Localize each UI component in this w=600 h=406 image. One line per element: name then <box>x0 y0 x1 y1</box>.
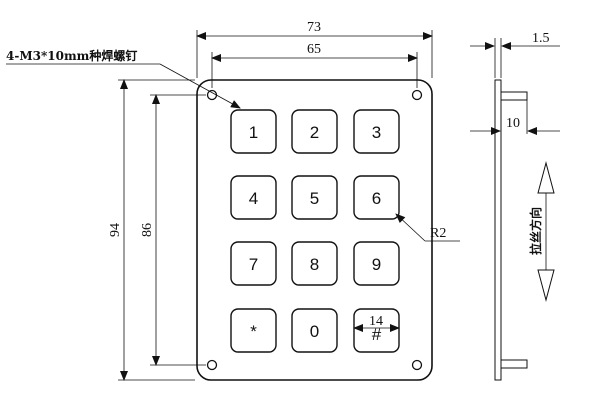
key-8[interactable]: 8 <box>291 241 338 286</box>
key-label: # <box>372 325 382 344</box>
svg-text:R2: R2 <box>430 226 446 241</box>
key-label: 5 <box>310 189 319 208</box>
brushing-direction-indicator: 拉丝方向 <box>528 161 555 302</box>
key-0[interactable]: 0 <box>291 308 338 353</box>
arrow-down-icon <box>537 269 555 302</box>
dimension-hole-spacing-height: 86 <box>140 94 206 366</box>
keypad-plate <box>196 79 433 381</box>
mounting-hole-bottom-left <box>206 359 218 371</box>
svg-text:73: 73 <box>307 20 321 35</box>
arrow-up-icon <box>537 161 555 194</box>
key-label: 0 <box>310 322 319 341</box>
svg-text:65: 65 <box>307 42 321 57</box>
key-7[interactable]: 7 <box>230 241 277 286</box>
key-star[interactable]: * <box>230 308 277 353</box>
key-2[interactable]: 2 <box>291 109 338 154</box>
svg-text:94: 94 <box>108 223 123 237</box>
dimension-key-size: 14 <box>353 314 400 332</box>
key-3[interactable]: 3 <box>353 109 400 154</box>
dimension-overall-width: 73 <box>196 20 433 78</box>
key-label: 7 <box>249 255 258 274</box>
key-label: 9 <box>372 255 381 274</box>
key-label: 8 <box>310 255 319 274</box>
svg-text:1.5: 1.5 <box>532 31 550 46</box>
key-radius-callout: R2 <box>395 213 460 242</box>
dimension-stud-length: 10 <box>470 100 560 135</box>
screw-spec-callout: 4-M3*10mm种焊螺钉 <box>6 48 241 109</box>
key-4[interactable]: 4 <box>230 175 277 220</box>
key-label: 2 <box>310 123 319 142</box>
key-grid: 1 2 3 4 5 6 7 8 <box>230 109 400 353</box>
mounting-hole-top-right <box>411 89 423 101</box>
key-1[interactable]: 1 <box>230 109 277 154</box>
dimension-plate-thickness: 1.5 <box>470 31 560 78</box>
side-view <box>494 79 528 381</box>
key-label: 1 <box>249 123 258 142</box>
key-9[interactable]: 9 <box>353 241 400 286</box>
side-view-stud-top <box>500 91 528 101</box>
key-6[interactable]: 6 <box>353 175 400 220</box>
svg-text:10: 10 <box>506 116 520 131</box>
screw-spec-label: 4-M3*10mm种焊螺钉 <box>6 48 137 63</box>
svg-text:86: 86 <box>140 223 155 237</box>
side-view-plate <box>494 79 502 381</box>
brushing-direction-label: 拉丝方向 <box>528 207 543 255</box>
key-label: 4 <box>249 189 258 208</box>
key-label: 3 <box>372 123 381 142</box>
dimension-overall-height: 94 <box>108 79 195 381</box>
key-label: * <box>250 322 257 341</box>
dimension-hole-spacing-width: 65 <box>211 42 418 88</box>
mounting-hole-bottom-right <box>411 359 423 371</box>
key-5[interactable]: 5 <box>291 175 338 220</box>
mounting-hole-top-left <box>206 89 218 101</box>
svg-text:14: 14 <box>369 314 383 329</box>
side-view-stud-bottom <box>500 359 528 369</box>
key-label: 6 <box>372 189 381 208</box>
